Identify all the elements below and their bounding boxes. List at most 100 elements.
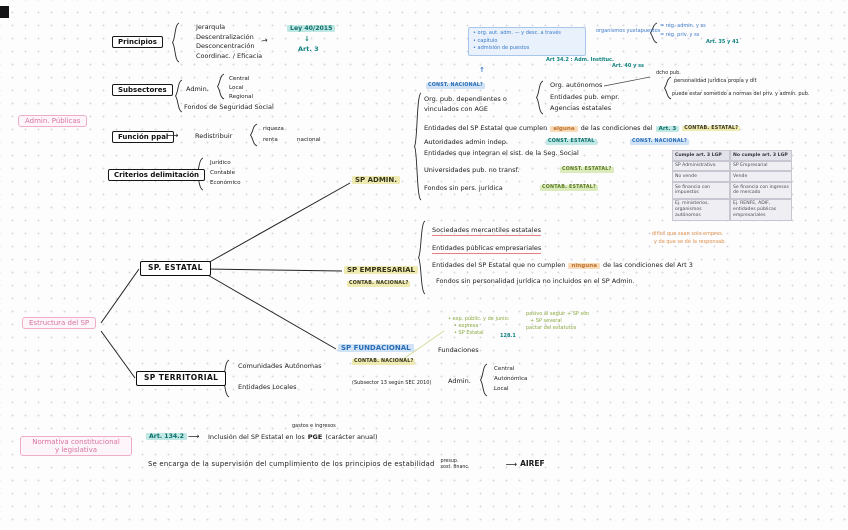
- top-note-blue: organismos yuxtapuestos: [596, 28, 661, 34]
- node-sp-empresarial: SP EMPRESARIAL: [344, 266, 418, 275]
- sp-admin-line2: Entidades del SP Estatal que cumplen alg…: [424, 124, 741, 132]
- table-cell: No vende: [672, 171, 730, 183]
- subsectores-admin: Admin.: [186, 85, 209, 93]
- principios-box: Principios: [112, 36, 163, 49]
- node-sp-estatal: SP. ESTATAL: [140, 261, 211, 276]
- empresarial-item1: Sociedades mercantiles estatales: [432, 226, 541, 236]
- line3-tag1: CONST. ESTATAL: [546, 139, 597, 145]
- top-note-sub2: = rég. priv. y ss: [660, 32, 700, 38]
- table-header: No cumple art. 3 LGP: [730, 150, 792, 161]
- arrow-to-ley-icon: →: [260, 35, 269, 46]
- art-134-ref: Art. 134.2: [146, 433, 187, 441]
- table-cell: Ej. ministerios, organismos autónomos: [672, 198, 730, 221]
- sp-admin-line6: Fondos sin pers. jurídica: [424, 184, 503, 192]
- orange-note2: y de que se dé la responsab.: [654, 239, 727, 245]
- corner-artifact: [0, 6, 9, 18]
- sp-admin-line5: Universidades pub. no transf.: [424, 166, 520, 174]
- incl-text-a: Inclusión del SP Estatal en los: [208, 433, 305, 441]
- top-note-ref: Art. 35 y 41: [706, 39, 740, 45]
- sp-admin-line3: Autoridades admin indep.: [424, 138, 508, 146]
- funcion-suffix: nacional: [297, 137, 321, 143]
- blue-box-ref2: Art. 40 y ss: [612, 63, 645, 69]
- criterio-item: Contable: [210, 170, 236, 176]
- fundaciones-label: Fundaciones: [438, 346, 479, 354]
- airef-label: AIREF: [520, 459, 545, 469]
- line3-text-a: Entidades del SP Estatal que no cumplen: [432, 261, 566, 269]
- arrow-funcion-icon: ⟶: [167, 131, 179, 140]
- funcion-item: riqueza: [263, 126, 284, 132]
- line2-text-a: Entidades del SP Estatal que cumplen: [424, 124, 548, 132]
- empresarial-line4: Fondos sin personalidad jurídica no incl…: [436, 277, 635, 285]
- territorial-note: (Subsector 13 según SEC 2010): [352, 380, 432, 386]
- pge-superscript: gastos e ingresos: [292, 423, 336, 429]
- fundacional-ref: 128.1: [500, 333, 516, 339]
- table-cell: SP Administrativo: [672, 160, 730, 172]
- principios-item: Desconcentración: [196, 42, 255, 50]
- fundacional-noteA2: • expresa: [454, 323, 479, 329]
- blue-note-line: • capítulo: [473, 37, 498, 44]
- dcho-note2: puede estar sometido a normas del priv. …: [672, 91, 810, 97]
- normativa-line1: Normativa constitucional: [32, 438, 120, 446]
- incl-text-b: (carácter anual): [325, 433, 378, 441]
- supervision-text: Se encarga de la supervisión del cumplim…: [148, 459, 435, 468]
- blue-box-ref1: Art 34.2 : Adm. Instituc.: [546, 57, 614, 63]
- sp-admin-line1a: Org. pub. dependientes o: [424, 95, 507, 103]
- stack-presup: presup.: [440, 459, 459, 464]
- admin-level: Local: [229, 85, 244, 91]
- pge-label: PGE: [307, 433, 323, 441]
- territorial-admin: Admin.: [448, 377, 471, 385]
- empresarial-tag: CONTAB. NACIONAL?: [347, 281, 411, 287]
- section-normativa: Normativa constitucional y legislativa: [20, 436, 132, 457]
- criterios-box: Criterios delimitación: [108, 169, 206, 182]
- fundacional-noteA1: • exp. públic. y de junio:: [448, 316, 510, 322]
- table-cell: Vende: [730, 171, 792, 183]
- blue-note-box: • org. aut. adm. — y desc. a través • ca…: [468, 27, 586, 56]
- arrow-pge-icon: ⟶: [188, 432, 200, 441]
- territorial-level: Autonómica: [494, 376, 528, 382]
- node-sp-fundacional: SP FUNDACIONAL: [338, 344, 414, 353]
- territorial-item2: Entidades Locales: [238, 383, 297, 391]
- fundacional-noteB3: pactar del estatutos: [526, 325, 577, 331]
- fundacional-noteB2: + SP several: [530, 318, 562, 324]
- table-header: Cumple art. 3 LGP: [672, 150, 730, 161]
- normativa-line2: y legislativa: [54, 446, 97, 455]
- art3-ref: Art. 3: [298, 45, 319, 53]
- node-sp-admin: SP ADMIN.: [352, 176, 400, 185]
- node-sp-territorial: SP TERRITORIAL: [136, 371, 227, 386]
- line2-tag: CONTAB. ESTATAL?: [682, 125, 741, 132]
- section-admin-publicas: Admin. Públicas: [18, 115, 88, 128]
- table-cell: Se financia con impuestos: [672, 182, 730, 199]
- criterio-item: Económico: [210, 180, 241, 186]
- fundacional-noteB1: pasivo al seguir + SP son: [526, 311, 590, 317]
- bottom-line1: Inclusión del SP Estatal en los PGE (car…: [208, 433, 378, 441]
- subsectores-box: Subsectores: [112, 84, 173, 97]
- territorial-level: Central: [494, 366, 515, 372]
- line3-highlight-ninguna: ninguna: [568, 262, 600, 269]
- dcho-pub-label: dcho pub.: [656, 70, 681, 76]
- table-cell: Se financia con ingresos de mercado: [730, 182, 792, 199]
- bottom-line2: Se encarga de la supervisión del cumplim…: [148, 459, 545, 471]
- comparison-table: Cumple art. 3 LGP No cumple art. 3 LGP S…: [672, 150, 792, 221]
- orange-note1: difícil que sean solo empres.: [652, 231, 724, 237]
- estabilidad-stack: presup. sost. financ.: [441, 459, 470, 471]
- sp-admin-line4: Entidades que integran el sist. de la Se…: [424, 149, 579, 157]
- principios-item: Jerarquía: [196, 23, 226, 31]
- org-item: Org. autónomos: [550, 81, 603, 89]
- stack-sost: sost. financ.: [440, 464, 470, 470]
- admin-level: Regional: [229, 94, 254, 100]
- line2-highlight-alguna: alguna: [550, 125, 578, 132]
- dcho-note1: personalidad jurídica propia y dif.: [674, 78, 758, 84]
- line6-tag: CONTAB. ESTATAL?: [540, 185, 598, 191]
- line2-text-b: de las condiciones del: [580, 124, 653, 132]
- fundacional-tag: CONTAB. NACIONAL?: [352, 359, 416, 365]
- line3-text-b: de las condiciones del Art 3: [603, 261, 693, 269]
- ley-ref: Ley 40/2015: [287, 25, 336, 33]
- top-note-sub1: = rég. admin. y ss: [660, 23, 706, 29]
- line5-tag: CONST. ESTATAL?: [560, 167, 614, 173]
- blue-note-line: • org. aut. adm. — y desc. a través: [473, 30, 561, 36]
- fundacional-noteA3: • SP Estatal: [454, 330, 484, 336]
- principios-item: Descentralización: [196, 33, 254, 41]
- up-arrow-icon: ↑: [479, 66, 485, 74]
- territorial-level: Local: [494, 386, 509, 392]
